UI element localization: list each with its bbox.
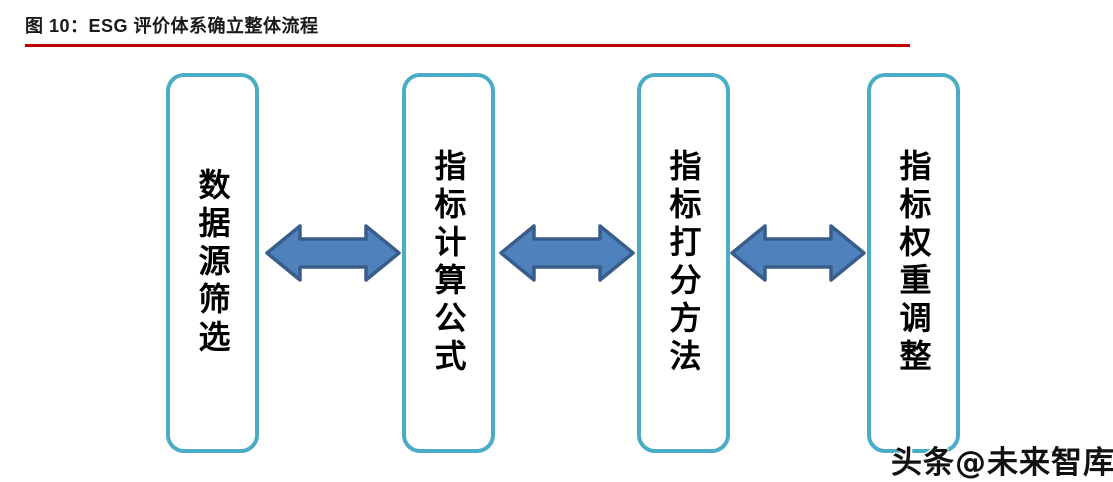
flow-step-box-weight-adjustment: 指标权重调整 <box>867 73 960 453</box>
flow-step-box-data-source: 数据源筛选 <box>166 73 259 453</box>
watermark-text: 头条@未来智库 <box>891 445 1113 481</box>
flow-step-label: 指标计算公式 <box>429 149 468 377</box>
flow-step-label: 指标打分方法 <box>664 149 703 377</box>
flow-step-label: 指标权重调整 <box>894 149 933 377</box>
double-arrow-icon <box>730 224 866 282</box>
flow-step-box-scoring-method: 指标打分方法 <box>637 73 730 453</box>
flow-step-label: 数据源筛选 <box>193 168 232 358</box>
title-underline <box>25 44 910 47</box>
double-arrow-icon <box>499 224 635 282</box>
flow-step-box-calculation-formula: 指标计算公式 <box>402 73 495 453</box>
double-arrow-icon <box>265 224 401 282</box>
figure-title: 图 10：ESG 评价体系确立整体流程 <box>25 16 319 36</box>
